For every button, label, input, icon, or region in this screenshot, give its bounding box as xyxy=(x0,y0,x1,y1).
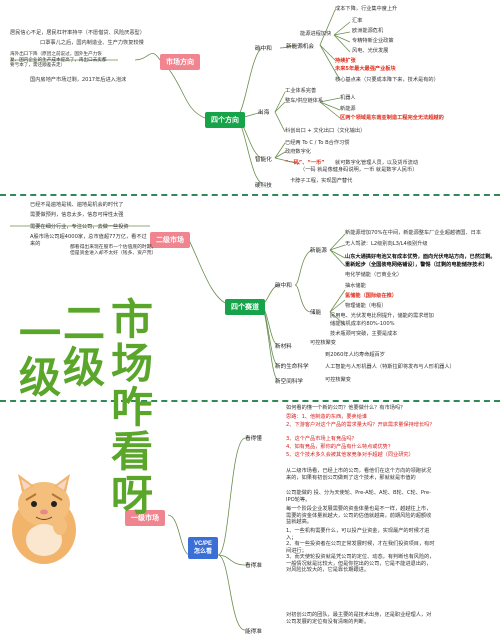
note-resident-confidence: 居民信心不足，居民杠杆率持平（不愿借贷、风险厌恶型） xyxy=(10,30,145,36)
big-label-how: 市场咋看呀 xyxy=(110,295,153,520)
primary-market-node[interactable]: 一级市场 xyxy=(125,510,165,526)
overseas-item-supply-chain: 整车/供应链体系 xyxy=(285,98,324,104)
new-energy-opportunity: 新能源机会 xyxy=(286,44,314,50)
material-item-fusion: 可控核聚变 xyxy=(310,340,336,346)
judge-team: 对初创公司的团队，最主要的是技术出身，还是职业经理人，对公司发展的定位有没有清晰… xyxy=(286,612,432,625)
understand-advantage: 4、如有竞品，那你的产品有什么特点或优势？ xyxy=(286,444,394,450)
smart-item-habit: 已经两 To C / To B合作习惯 xyxy=(285,140,350,146)
life-item-longevity: 到2060年人均寿命超百岁 xyxy=(325,352,385,358)
overseas-item-culture: 科创出口 + 文化出口（文化输出） xyxy=(285,128,366,134)
branch-hard-tech[interactable]: 硬科技 xyxy=(255,183,272,189)
track-new-energy[interactable]: 新能源 xyxy=(310,248,327,254)
judge-rounds: 公司能做的 投、分为天使轮、Pre-A轮、A轮、B轮、C轮、Pre-IPO轮等。 xyxy=(286,490,431,503)
track-new-material[interactable]: 新材料 xyxy=(275,344,292,350)
smart-item-explain: （一码 就是像健身码说明，一币 就是数字人民币） xyxy=(300,167,418,173)
carbon-mid-energy: 能源进程加快 xyxy=(300,31,332,37)
understand-summary: 从二级市场看，已经上市的公司，看他们在这个方向的领跑状况来的，如果有初创公司做到… xyxy=(286,468,432,481)
carbon-item-expand: 持续扩张 xyxy=(335,58,356,64)
branch-intelligence[interactable]: 智能化 xyxy=(255,157,272,163)
overseas-item-industry: 工业体系完善 xyxy=(285,88,317,94)
track-space-science[interactable]: 新空间科学 xyxy=(275,379,303,385)
judge-angel: 3、而天使轮投资就是凭公司的定位、动态，有判断也有风险的，一般情况就是比较大，但… xyxy=(286,554,435,574)
four-directions-hub[interactable]: 四个方向 xyxy=(205,112,245,128)
ne-item-autonomous: 无人驾驶：L2级别向L3/L4级别升级 xyxy=(345,241,428,247)
understand-competitor: 3、这个产品市场上有竞品吗？ xyxy=(286,436,357,442)
ne-item-grid: 重新起步（全国装电网络铺设），警惕（过剩的电能储存技术） xyxy=(345,262,488,268)
branch-going-overseas[interactable]: 出海 xyxy=(258,110,270,116)
storage-item-cost: 储能装机成本约80%-100% xyxy=(330,321,395,327)
carbon-item-policy: 专精特新企业政策 xyxy=(352,38,394,44)
understand-tech: 5、这个技术多久会被其他家竞争对手超越（同业研究） xyxy=(286,452,414,458)
sec-note-astock: A股市场公司超4000家，总市值超77万亿，看不过来的 xyxy=(30,234,147,247)
carbon-item-eu-crisis: 欧洲能源危机 xyxy=(352,28,384,34)
storage-item-electrochem: 电化学储能（已商业化） xyxy=(345,272,403,278)
understand-demand: 2、下游客户对这个产品的需求量大吗？开启需求量保持增长吗？ xyxy=(286,422,435,428)
branch-understand[interactable]: 看得懂 xyxy=(245,436,262,442)
judge-investor: 2、有一些投资者在公司正常发展时候，才在我们投资项目，有时间进行； xyxy=(286,541,435,554)
track-carbon[interactable]: 碳中和 xyxy=(275,283,292,289)
sec-note-predict: 需要做预判，信息太多，信息可得性太强 xyxy=(30,212,124,218)
smart-item-code-coin: “一码”、“一币” xyxy=(285,160,325,166)
branch-judge-2[interactable]: 能得准 xyxy=(245,629,262,635)
note-real-estate: 国内房地产市场过剩，2017年后进入泡沫 xyxy=(30,77,127,83)
market-direction-node[interactable]: 市场方向 xyxy=(160,54,200,70)
note-manufacturing: 口罩事儿之后，国内制造业、生产力恢复较慢 xyxy=(40,40,144,46)
storage-item-demand: 民用电、光伏发电比例提升，储能的需求增加 xyxy=(330,313,434,319)
space-item-fusion: 可控核聚变 xyxy=(325,377,351,383)
four-tracks-hub[interactable]: 四个赛道 xyxy=(225,299,265,315)
understand-think: 思路：1、他制造的东西，要卖给谁 xyxy=(286,414,368,420)
storage-item-hydrogen: 氢储能（国际级在推） xyxy=(345,293,397,299)
carbon-item-biggest: 未来5年最大最强产业板块 xyxy=(335,66,396,72)
overseas-item-robot: 机器人 xyxy=(340,95,356,101)
vcpe-hub[interactable]: VC/PE 怎么看 xyxy=(188,537,219,559)
carbon-item-exchange: 汇率 xyxy=(352,18,363,24)
branch-carbon-neutral[interactable]: 碳中和 xyxy=(255,46,272,52)
sec-note-era: 已经不是遍地是钱、遍地是机会的时代了 xyxy=(30,202,124,208)
life-item-ai-robot: 人工智能与人形机器人（特斯拉即将发布与人形机器人） xyxy=(325,364,455,370)
smart-item-manage: 就可数字化管理人员，以及货币流动 xyxy=(335,160,419,166)
big-label-primary: 一级 xyxy=(18,309,61,402)
track-life-science[interactable]: 新的生命科学 xyxy=(275,364,309,370)
sec-note-focus: 需要在细分行业，专注公司，去做一些投资 xyxy=(30,224,129,230)
carbon-item-cost: 成本下降，行业集中度上升 xyxy=(335,6,398,12)
branch-judge[interactable]: 看得准 xyxy=(245,563,262,569)
storage-item-pumped: 抽水储能 xyxy=(345,283,366,289)
sec-note-valuation: 都看得出来现在股市一个估值底的时期，但是资金进入却不太好（钱多、资产荒） xyxy=(70,245,157,256)
judge-scale: 每一个阶段企业发展需要的资金体量也是不一样，越越往上市，需要的资金体量就越大，公… xyxy=(286,506,432,526)
big-label-secondary: 二级 xyxy=(62,299,105,392)
carbon-item-wind-solar: 风电、光伏发展 xyxy=(352,48,389,54)
overseas-item-sea: 区两个领域是东南亚制造工程完全无法超越的 xyxy=(340,115,444,121)
understand-q: 如何看的懂一个新的公司？他要做什么？有市场吗？ xyxy=(286,405,406,411)
track-storage[interactable]: 储能 xyxy=(310,310,322,316)
section-divider-2 xyxy=(0,400,500,402)
carbon-item-core: 核心基点来（只要成本降下来，技术是有的） xyxy=(335,77,439,83)
note-overseas-export: 海外出口下降（原因之前说过，国外生产力恢复、国内企业的生产成本提高了，再出口去卖… xyxy=(10,52,107,69)
hardtech-item: 卡脖子工程，实现国产替代 xyxy=(290,178,353,184)
judge-institution: 1、一些机构需要什么，可以投产业资金，实现最产的时候才进入； xyxy=(286,528,430,541)
smart-item-gov: 政府数字化 xyxy=(285,149,311,155)
ne-item-growth: 新能源增加70%在中间，新能源整车厂企业超越德国、日本 xyxy=(345,230,482,236)
ne-item-battery: 山东大通搞好电池又有成本优势，面向光伏电站方向，已然过剩。 xyxy=(345,254,496,260)
storage-item-bottleneck: 技术瓶颈可突破，主要是成本 xyxy=(330,331,398,337)
section-divider-1 xyxy=(0,194,500,196)
overseas-item-new-energy: 新能源 xyxy=(340,106,356,112)
storage-item-physical: 物理储能（电极） xyxy=(345,303,387,309)
secondary-market-node[interactable]: 二级市场 xyxy=(150,232,190,248)
